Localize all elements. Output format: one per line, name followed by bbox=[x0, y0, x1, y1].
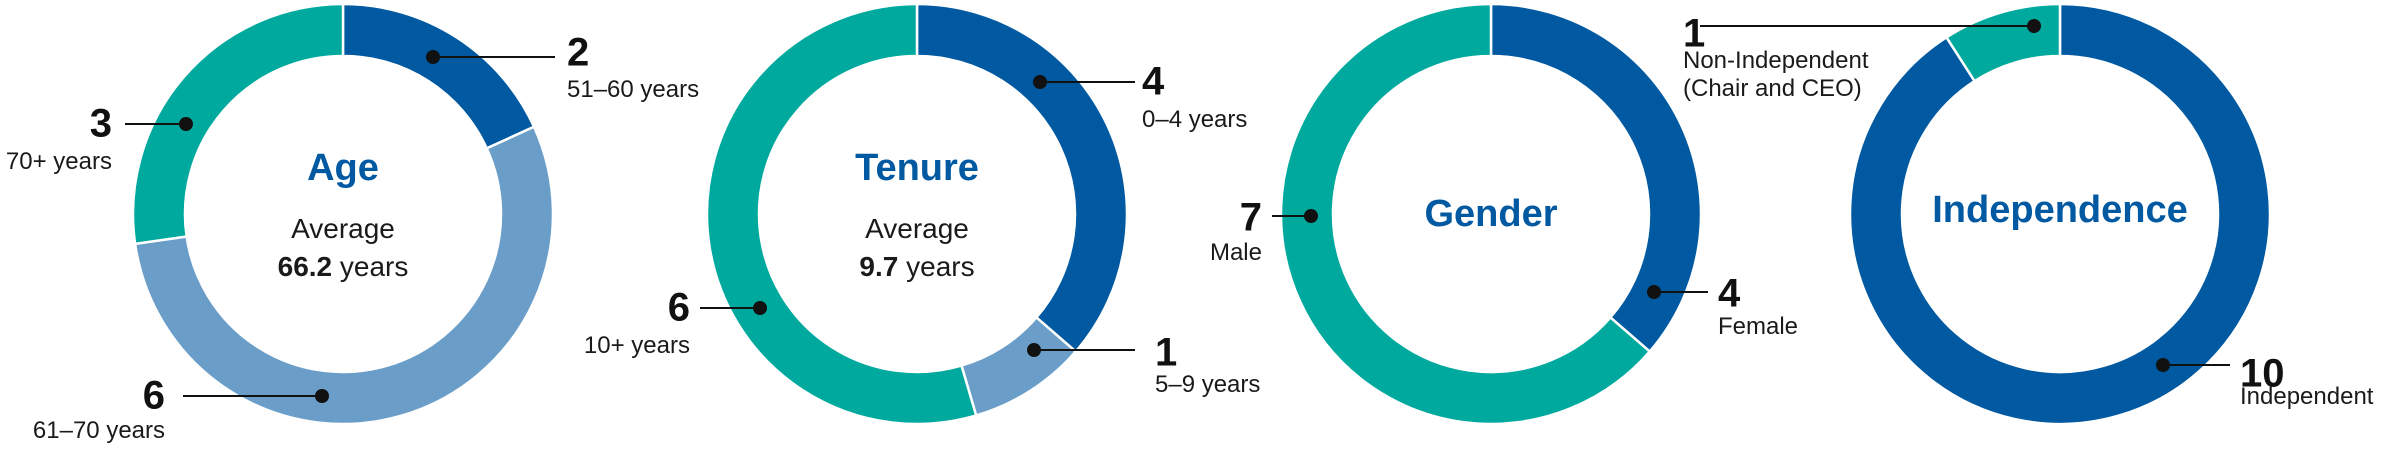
slice-label: 10+ years bbox=[584, 332, 690, 359]
chart-title: Age bbox=[307, 147, 379, 189]
chart-title: Gender bbox=[1424, 193, 1557, 235]
slice-label: 0–4 years bbox=[1142, 106, 1247, 133]
slice-value: 3 bbox=[90, 102, 112, 146]
slice-female bbox=[1489, 2, 1703, 354]
slice-value: 6 bbox=[668, 286, 690, 330]
slice-51-60-years bbox=[341, 2, 536, 151]
callout-dot bbox=[315, 389, 329, 403]
slice-value: 6 bbox=[143, 374, 165, 418]
chart-title: Tenure bbox=[855, 147, 979, 189]
callout-dot bbox=[426, 50, 440, 64]
callout-dot bbox=[2027, 19, 2041, 33]
slice-independent bbox=[1848, 2, 2272, 426]
slice-70-years bbox=[131, 2, 345, 246]
slice-label: Male bbox=[1210, 239, 1262, 266]
slice-label: Independent bbox=[2240, 383, 2374, 410]
callout-dot bbox=[1033, 75, 1047, 89]
average-value: 66.2 years bbox=[278, 251, 409, 282]
slice-label: Female bbox=[1718, 313, 1798, 340]
slice-0-4-years bbox=[915, 2, 1129, 354]
slice-male bbox=[1279, 2, 1652, 426]
slice-value: 1 bbox=[1683, 12, 1705, 56]
slice-value: 2 bbox=[567, 31, 589, 75]
average-label: Average bbox=[291, 213, 395, 244]
slice-value: 10 bbox=[2240, 352, 2285, 396]
slice-label: 61–70 years bbox=[33, 417, 165, 444]
slice-value: 4 bbox=[1718, 272, 1741, 316]
slice-value: 4 bbox=[1142, 60, 1165, 104]
average-value: 9.7 years bbox=[859, 251, 974, 282]
callout-dot bbox=[1027, 343, 1041, 357]
slice-value: 7 bbox=[1240, 196, 1262, 240]
average-label: Average bbox=[865, 213, 969, 244]
callout-dot bbox=[179, 117, 193, 131]
slice-label: 51–60 years bbox=[567, 76, 699, 103]
slice-61-70-years bbox=[133, 125, 555, 426]
slice-10-years bbox=[705, 2, 978, 426]
callout-dot bbox=[1304, 209, 1318, 223]
slice-label: Non-Independent(Chair and CEO) bbox=[1683, 47, 1869, 102]
slice-label: 70+ years bbox=[6, 148, 112, 175]
slice-label: 5–9 years bbox=[1155, 371, 1260, 398]
chart-title: Independence bbox=[1932, 189, 2188, 231]
callout-dot bbox=[2156, 358, 2170, 372]
donut-tenure: 40–4 years 15–9 years 610+ years TenureAver… bbox=[584, 2, 1260, 426]
callout-dot bbox=[1647, 285, 1661, 299]
callout-dot bbox=[753, 301, 767, 315]
slice-value: 1 bbox=[1155, 331, 1177, 375]
